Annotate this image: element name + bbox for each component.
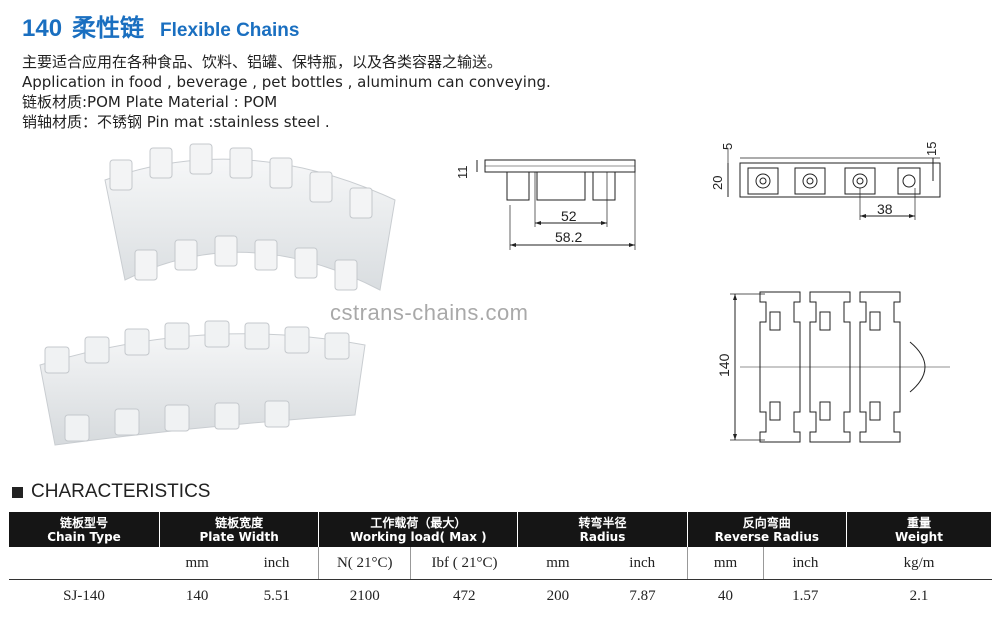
header-chain-type: 链板型号 Chain Type [8,512,160,547]
watermark-text: cstrans-chains.com [330,300,529,325]
header-en: Working load( Max ) [350,530,487,544]
characteristics-table: 链板型号 Chain Type 链板宽度 Plate Width 工作载荷（最大… [8,512,992,612]
header-en: Reverse Radius [714,530,820,544]
header-plate-width: 链板宽度 Plate Width [158,512,320,547]
dim-20-label: 20 [710,176,725,190]
side-view-drawing: 11 52 58.2 [455,159,636,250]
plan-view-drawing: 140 [716,291,950,443]
title-chinese: 柔性链 [72,14,145,42]
header-radius: 转弯半径 Radius [517,512,688,547]
unit-cell: kg/m [846,547,992,580]
chain-photo-lower [39,320,366,446]
cell-radius-inch: 7.87 [629,587,656,604]
header-reverse-radius: 反向弯曲 Reverse Radius [686,512,848,547]
cell-radius-mm: 200 [546,587,570,604]
cell-width-inch: 5.51 [263,587,290,604]
unit-cell: N( 21°C) [318,547,411,580]
table-header-row: 链板型号 Chain Type 链板宽度 Plate Width 工作载荷（最大… [8,512,992,547]
plate-material-line: 链板材质:POM Plate Material : POM [22,93,278,111]
header-en: Chain Type [47,530,121,544]
cell-weight: 2.1 [909,587,929,604]
dim-pitch-label: 38 [877,201,893,217]
dim-5-label: 5 [720,143,735,150]
title-number: 140 [22,15,63,42]
chain-photo-upper [104,143,396,291]
unit-cell: mm [517,547,598,580]
cell-reverse-inch: 1.57 [792,587,819,604]
dim-15-label: 15 [924,142,939,156]
header-cn: 链板宽度 [215,516,264,530]
description-line-en: Application in food , beverage , pet bot… [22,73,551,91]
dim-outer-label: 58.2 [555,229,582,245]
table-row: SJ-140 140 5.51 2100 472 200 7.87 40 1.5… [9,580,992,613]
pin-material-line: 销轴材质：不锈钢 Pin mat :stainless steel . [22,113,330,131]
unit-cell: Ibf ( 21°C) [410,547,518,580]
header-cn: 重量 [906,516,931,530]
unit-cell: mm [686,547,764,580]
unit-cell: mm [159,547,235,580]
bullet-square-icon [12,486,23,498]
unit-cell [8,547,160,580]
description-block: 主要适合应用在各种食品、饮料、铝罐、保特瓶，以及各类容器之输送。 Applica… [22,52,551,132]
dim-inner-label: 52 [561,208,577,224]
characteristics-heading: CHARACTERISTICS [12,481,210,503]
characteristics-title: CHARACTERISTICS [31,481,211,502]
page-title: 140 柔性链 Flexible Chains [22,8,299,43]
header-working-load: 工作载荷（最大） Working load( Max ) [318,512,519,547]
unit-cell: inch [234,547,319,580]
dim-height-label: 11 [455,166,470,180]
unit-cell: inch [597,547,688,580]
table-units-row: mm inch N( 21°C) Ibf ( 21°C) mm inch mm … [8,547,992,580]
header-weight: 重量 Weight [846,512,992,547]
cell-reverse-mm: 40 [717,587,733,604]
cell-width-mm: 140 [185,587,209,604]
header-cn: 工作载荷（最大） [370,516,467,530]
top-view-drawing: 5 20 15 38 [710,142,941,220]
header-cn: 链板型号 [59,516,108,530]
header-en: Plate Width [199,530,279,544]
cell-load-lbf: 472 [453,587,476,604]
cell-chain-type: SJ-140 [63,587,105,604]
header-cn: 转弯半径 [578,516,627,530]
title-english: Flexible Chains [160,20,300,41]
header-cn: 反向弯曲 [742,516,791,530]
description-line-cn: 主要适合应用在各种食品、饮料、铝罐、保特瓶，以及各类容器之输送。 [22,53,503,71]
dim-width-label: 140 [716,353,732,377]
unit-cell: inch [763,547,847,580]
header-en: Weight [895,530,943,544]
header-en: Radius [579,530,626,544]
cell-load-n: 2100 [349,587,380,604]
